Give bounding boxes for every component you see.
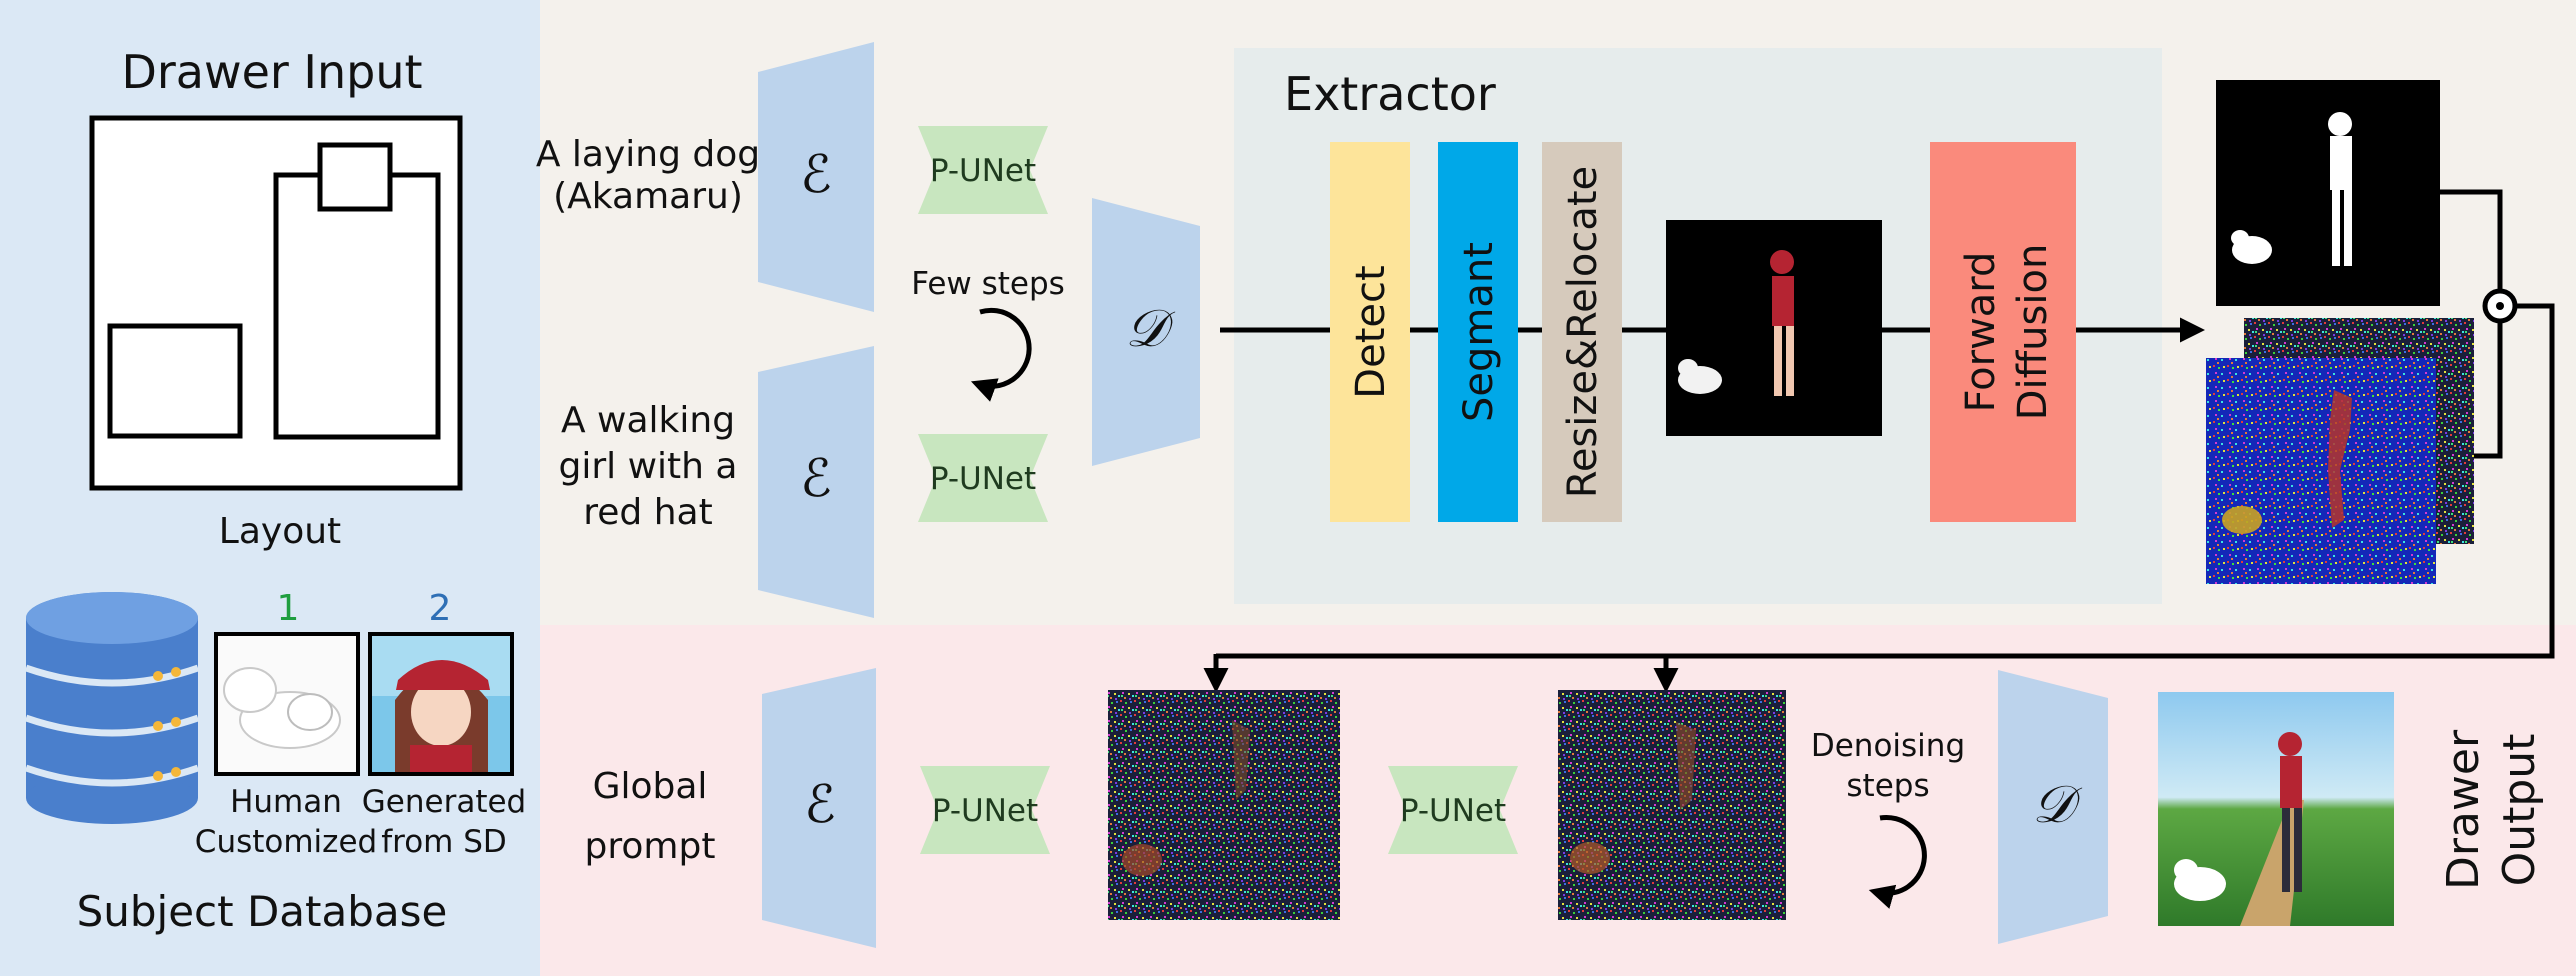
layout-label: Layout xyxy=(219,511,341,552)
detect-block: Detect xyxy=(1330,142,1410,522)
svg-text:P-UNet: P-UNet xyxy=(930,461,1036,497)
drawer-output-line1: Drawer xyxy=(2438,729,2489,890)
svg-text:P-UNet: P-UNet xyxy=(930,153,1036,189)
subject-thumbnail-dog xyxy=(214,632,360,776)
p-unet-bottom-2: P-UNet xyxy=(1388,766,1518,854)
subject-thumbnail-girl xyxy=(368,632,514,776)
generated-output-image xyxy=(2158,692,2394,926)
extractor-title: Extractor xyxy=(1284,67,1496,121)
noisy-latent-bottom-1 xyxy=(1108,690,1340,920)
svg-text:Detect: Detect xyxy=(1348,265,1394,398)
relocated-subjects-image xyxy=(1666,220,1882,436)
forward-diffusion-block: Forward Diffusion xyxy=(1930,142,2076,522)
p-unet-top-2: P-UNet xyxy=(918,434,1048,522)
svg-text:ℰ: ℰ xyxy=(800,449,831,509)
segment-block: Segmant xyxy=(1438,142,1518,522)
svg-text:Diffusion: Diffusion xyxy=(2010,244,2056,421)
svg-text:P-UNet: P-UNet xyxy=(1400,793,1506,829)
decoder-bottom: 𝒟 xyxy=(1998,670,2108,944)
subject-caption-1-line2: Customized xyxy=(195,824,377,860)
subject-index-1: 1 xyxy=(277,588,300,629)
global-prompt-line2: prompt xyxy=(585,826,716,867)
global-prompt-line1: Global xyxy=(593,766,708,807)
subject-index-2: 2 xyxy=(429,588,452,629)
svg-text:Forward: Forward xyxy=(1958,252,2004,413)
drawer-input-title: Drawer Input xyxy=(121,45,422,99)
subject-caption-2-line2: from SD xyxy=(381,824,507,860)
subject-caption-1-line1: Human xyxy=(230,784,342,820)
noisy-latent-bottom-2 xyxy=(1558,690,1786,920)
prompt-1-line2: (Akamaru) xyxy=(553,176,743,217)
svg-text:P-UNet: P-UNet xyxy=(932,793,1038,829)
noisy-latent-stack xyxy=(2206,318,2474,584)
resize-relocate-block: Resize&Relocate xyxy=(1542,142,1622,522)
decoder-top: 𝒟 xyxy=(1092,198,1200,466)
prompt-2-line1: A walking xyxy=(561,400,735,441)
svg-text:ℰ: ℰ xyxy=(804,775,835,835)
database-icon xyxy=(24,592,200,824)
mask-image xyxy=(2216,80,2440,306)
svg-text:Resize&Relocate: Resize&Relocate xyxy=(1560,166,1606,498)
subject-database-label: Subject Database xyxy=(77,887,448,936)
svg-text:ℰ: ℰ xyxy=(800,145,831,205)
subject-caption-2-line1: Generated xyxy=(362,784,526,820)
layout-canvas xyxy=(89,115,463,491)
few-steps-label: Few steps xyxy=(911,266,1065,302)
denoising-loop-icon xyxy=(1868,814,1927,909)
prompt-2-line2: girl with a xyxy=(559,446,738,487)
denoising-steps-line2: steps xyxy=(1846,768,1929,804)
p-unet-bottom-1: P-UNet xyxy=(920,766,1050,854)
encoder-top-1: ℰ xyxy=(758,42,874,312)
encoder-top-2: ℰ xyxy=(758,346,874,618)
drawer-output-line2: Output xyxy=(2494,734,2545,887)
prompt-1-line1: A laying dog xyxy=(536,134,760,175)
p-unet-top-1: P-UNet xyxy=(918,126,1048,214)
few-steps-loop-icon xyxy=(970,307,1032,402)
encoder-bottom: ℰ xyxy=(762,668,876,948)
svg-text:Segmant: Segmant xyxy=(1456,242,1502,422)
denoising-steps-line1: Denoising xyxy=(1811,728,1965,764)
prompt-2-line3: red hat xyxy=(583,492,712,533)
